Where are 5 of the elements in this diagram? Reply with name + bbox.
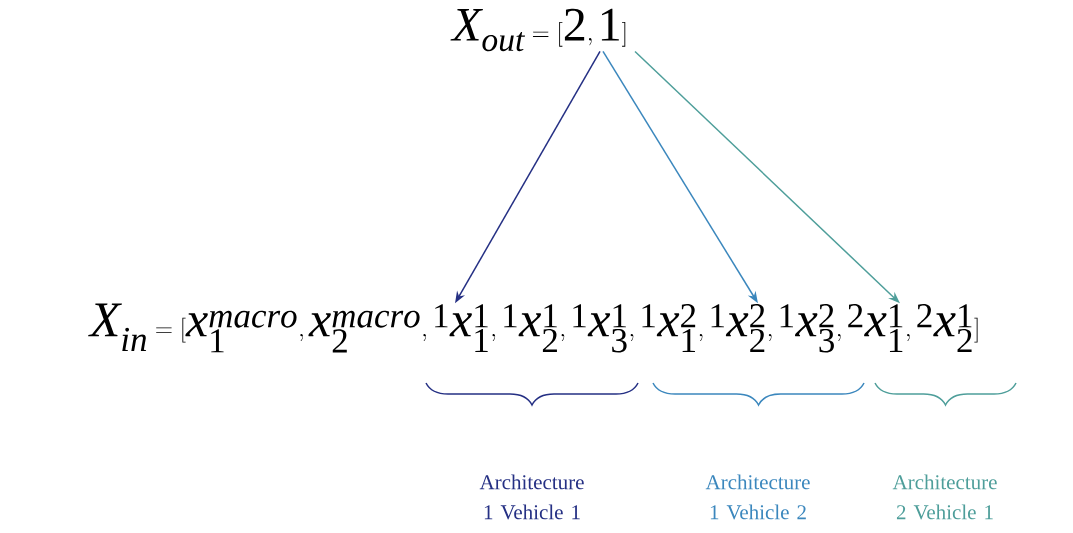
formula: $X_{in} = [x_1^{macro}, x_2^{macro}, {}^1x_1^1, {}^1x_2^1, {}^1x_3^1, {}^1x_1^2, {}^1x_2^2, {}^1x_3^2, {}^2x_1^1, {}^2x_2^1]$ [88, 303, 978, 353]
brace-label: Architecture 2 Vehicle 1 [892, 474, 997, 520]
formula: $X_{out} = [2,1]$ [450, 8, 626, 52]
brace-label: Architecture 1 Vehicle 1 [479, 474, 584, 520]
brace-label: Architecture 1 Vehicle 2 [705, 474, 810, 520]
